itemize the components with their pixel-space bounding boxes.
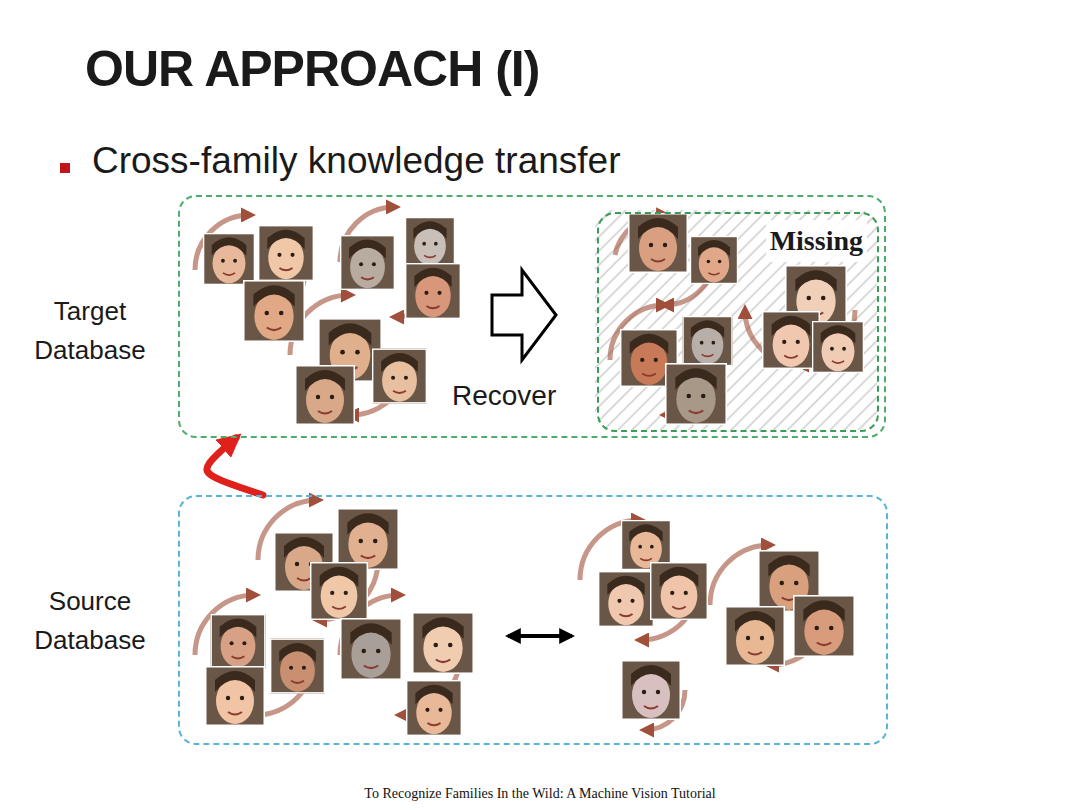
arrow-label: Recover <box>452 380 556 412</box>
face-photo <box>762 311 820 369</box>
face-photo <box>270 639 325 694</box>
face-photo <box>372 349 427 404</box>
face-photo <box>665 363 727 425</box>
source-region: Source Database <box>178 495 888 745</box>
face-photo <box>690 236 738 284</box>
face-photo <box>211 614 266 669</box>
face-photo <box>295 365 355 425</box>
face-photo <box>650 562 708 620</box>
face-photo <box>725 606 785 666</box>
double-arrow <box>508 634 572 638</box>
slide-title: OUR APPROACH (I) <box>85 40 539 98</box>
face-photos <box>203 213 864 736</box>
face-photo <box>258 225 314 281</box>
footer-caption: To Recognize Families In the Wild: A Mac… <box>0 786 1080 802</box>
region-heading: Source Database <box>18 582 162 660</box>
face-photo <box>793 595 855 657</box>
face-photo <box>203 233 255 285</box>
face-photo <box>310 562 368 620</box>
transfer-arrow <box>207 438 263 495</box>
face-photo <box>205 666 265 726</box>
face-photo <box>621 660 681 720</box>
face-photo <box>243 280 305 342</box>
face-photo <box>412 612 474 674</box>
face-photo <box>598 571 654 627</box>
face-photo <box>405 217 455 267</box>
region-label: Missing <box>766 220 867 262</box>
hollow-arrow <box>492 270 556 360</box>
face-photo <box>406 680 462 736</box>
face-photo <box>812 321 864 373</box>
face-photo <box>405 263 461 319</box>
hatch-fill <box>595 210 877 430</box>
face-photo <box>340 235 395 290</box>
bullet-text: Cross-family knowledge transfer <box>92 140 620 182</box>
face-photo <box>337 508 399 570</box>
face-photo <box>683 316 733 366</box>
face-photo <box>340 618 402 680</box>
missing-region: Missing <box>597 212 879 432</box>
region-heading: Target Database <box>18 292 162 370</box>
face-photo <box>628 213 688 273</box>
bullet-square <box>60 163 70 173</box>
family-cycle-arrows <box>195 207 855 730</box>
